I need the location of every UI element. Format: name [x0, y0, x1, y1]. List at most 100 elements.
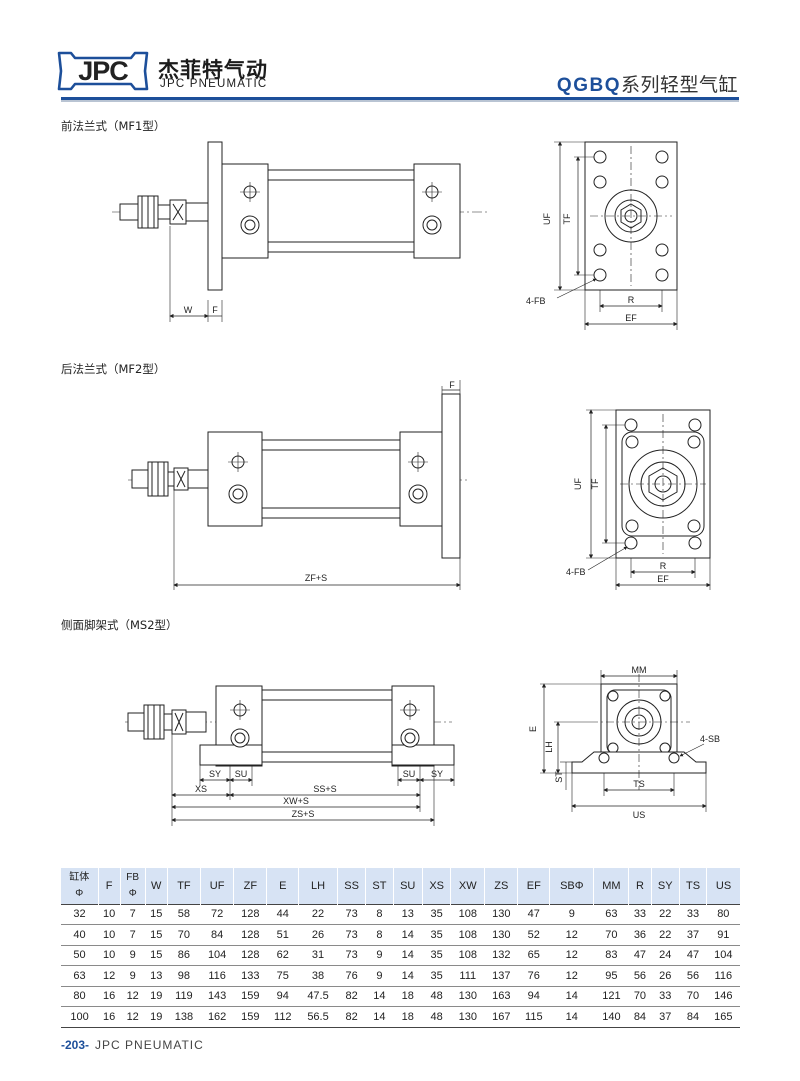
table-cell: 8: [365, 903, 394, 925]
column-header: W: [144, 868, 168, 904]
table-cell: 112: [266, 1006, 299, 1028]
table-cell: 7: [120, 903, 146, 925]
dim-ef-mf1: EF: [625, 313, 637, 323]
dim-w-mf1: W: [184, 305, 193, 315]
column-header: ZF: [233, 868, 267, 904]
table-cell: 16: [98, 986, 121, 1007]
table-cell: 47: [628, 945, 652, 966]
column-header-unit: Φ: [128, 887, 137, 899]
column-header: EF: [517, 868, 550, 904]
mf1-side-view: [112, 141, 490, 322]
column-header: UF: [200, 868, 234, 904]
table-cell: 75: [266, 965, 299, 987]
table-cell: 128: [233, 945, 267, 966]
table-cell: 130: [484, 924, 518, 946]
table-cell: 51: [266, 924, 299, 946]
column-header: LH: [298, 868, 338, 904]
table-cell: 63: [61, 965, 99, 987]
table-cell: 137: [484, 965, 518, 987]
table-cell: 18: [393, 986, 423, 1007]
table-cell: 38: [298, 965, 338, 987]
table-cell: 73: [337, 924, 366, 946]
table-cell: 15: [145, 924, 168, 946]
table-cell: 14: [393, 945, 423, 966]
table-cell: 159: [233, 986, 267, 1007]
table-cell: 76: [337, 965, 366, 987]
table-cell: 167: [484, 1006, 518, 1028]
table-cell: 56: [628, 965, 652, 987]
table-cell: 24: [651, 945, 680, 966]
dim-zss: ZS+S: [292, 809, 315, 819]
table-cell: 14: [365, 986, 394, 1007]
header-rule: [61, 97, 739, 100]
table-cell: 128: [233, 903, 267, 925]
table-cell: 86: [167, 945, 201, 966]
table-cell: 9: [120, 945, 146, 966]
table-cell: 35: [422, 903, 451, 925]
table-cell: 48: [422, 986, 451, 1007]
table-cell: 128: [233, 924, 267, 946]
table-cell: 12: [549, 945, 594, 966]
table-cell: 163: [484, 986, 518, 1007]
table-cell: 119: [167, 986, 201, 1007]
dim-mm: MM: [632, 665, 647, 675]
column-header: TF: [166, 868, 201, 904]
table-cell: 140: [593, 1006, 629, 1028]
column-header-unit: Φ: [75, 887, 84, 899]
table-cell: 19: [145, 1006, 168, 1028]
table-cell: 121: [593, 986, 629, 1007]
dim-zfs-mf2: ZF+S: [305, 573, 327, 583]
table-cell: 35: [422, 945, 451, 966]
table-cell: 22: [651, 903, 680, 925]
table-cell: 108: [450, 903, 485, 925]
series-name: 系列轻型气缸: [620, 74, 738, 96]
table-cell: 8: [365, 924, 394, 946]
table-cell: 72: [200, 903, 234, 925]
series-code: QGBQ: [556, 75, 621, 96]
table-cell: 35: [422, 965, 451, 987]
table-cell: 56.5: [298, 1006, 338, 1028]
page-header: JPC 杰菲特气动 JPC PNEUMATIC QGBQ系列轻型气缸: [0, 0, 800, 110]
dim-su-right: SU: [403, 769, 416, 779]
dim-tf-mf2: TF: [590, 478, 600, 489]
footer-brand: JPC PNEUMATIC: [95, 1038, 204, 1052]
table-cell: 80: [706, 903, 740, 925]
table-cell: 10: [98, 903, 121, 925]
table-cell: 116: [200, 965, 234, 987]
table-cell: 143: [200, 986, 234, 1007]
dim-us: US: [633, 810, 646, 820]
table-cell: 9: [549, 903, 594, 925]
column-header: SU: [392, 868, 423, 904]
dim-sy-right: SY: [431, 769, 443, 779]
table-cell: 12: [120, 1006, 146, 1028]
dim-tf-mf1: TF: [562, 213, 572, 224]
table-cell: 65: [517, 945, 550, 966]
table-cell: 146: [706, 986, 740, 1007]
table-cell: 9: [365, 945, 394, 966]
table-cell: 165: [706, 1006, 740, 1028]
table-cell: 62: [266, 945, 299, 966]
dim-xws: XW+S: [283, 796, 309, 806]
table-cell: 80: [61, 986, 99, 1007]
dim-uf-mf1: UF: [542, 213, 552, 225]
table-cell: 132: [484, 945, 518, 966]
table-cell: 98: [167, 965, 201, 987]
column-header: XS: [421, 868, 451, 904]
table-cell: 76: [517, 965, 550, 987]
table-cell: 108: [450, 924, 485, 946]
series-title: QGBQ系列轻型气缸: [557, 70, 738, 97]
table-cell: 108: [450, 945, 485, 966]
header-rule-shadow: [61, 100, 739, 102]
table-cell: 94: [266, 986, 299, 1007]
table-cell: 12: [120, 986, 146, 1007]
dim-sss: SS+S: [313, 784, 336, 794]
dim-sy-left: SY: [209, 769, 221, 779]
